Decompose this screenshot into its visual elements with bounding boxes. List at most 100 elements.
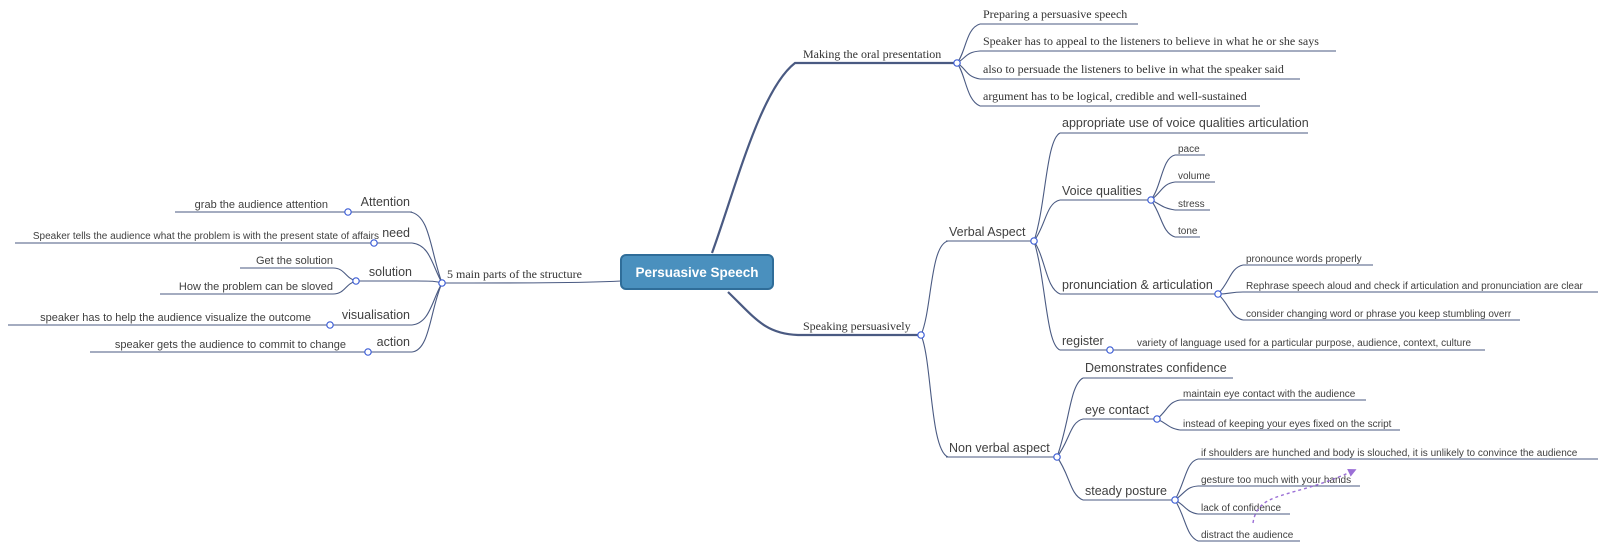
root-box xyxy=(620,254,774,290)
connector-nonverbal xyxy=(920,334,949,458)
node-voice-qualities[interactable]: Voice qualities xyxy=(1060,184,1151,201)
connector-oral-3 xyxy=(956,62,981,80)
posture-label: steady posture xyxy=(1085,484,1167,498)
node-steady-posture[interactable]: steady posture xyxy=(1083,484,1175,501)
connector-root-structure xyxy=(441,280,622,284)
oral-item-2: Speaker has to appeal to the listeners t… xyxy=(983,34,1319,48)
solution-item-1: Get the solution xyxy=(256,255,333,267)
node-nonverbal-aspect[interactable]: Non verbal aspect xyxy=(946,441,1057,458)
posture-item-4: distract the audience xyxy=(1201,530,1294,541)
association-arrow[interactable] xyxy=(1252,469,1357,524)
node-action[interactable]: action xyxy=(368,335,412,353)
posture-item-1: if shoulders are hunched and body is slo… xyxy=(1201,448,1578,459)
leaf-eye-1[interactable]: maintain eye contact with the audience xyxy=(1180,389,1366,401)
leaf-register-1[interactable]: variety of language used for a particula… xyxy=(1110,338,1485,351)
connector-solution-2 xyxy=(332,280,357,295)
leaf-oral-3[interactable]: also to persuade the listeners to belive… xyxy=(980,62,1300,80)
leaf-voice-4[interactable]: tone xyxy=(1175,226,1200,238)
node-pronunciation[interactable]: pronunciation & articulation xyxy=(1060,278,1218,295)
connector-pron-1 xyxy=(1217,264,1244,295)
collapse-knob-voice[interactable] xyxy=(1147,196,1155,204)
branch-speaking: Speaking persuasively Verbal Aspect appr… xyxy=(727,116,1598,542)
leaf-solution-2[interactable]: How the problem can be sloved xyxy=(160,281,333,295)
leaf-posture-2[interactable]: gesture too much with your hands xyxy=(1198,475,1360,487)
leaf-visualisation-1[interactable]: speaker has to help the audience visuali… xyxy=(8,312,330,326)
oral-label[interactable]: Making the oral presentation xyxy=(803,47,941,61)
connector-root-oral xyxy=(710,61,957,254)
eye-item-2: instead of keeping your eyes fixed on th… xyxy=(1183,419,1392,430)
leaf-action-1[interactable]: speaker gets the audience to commit to c… xyxy=(90,339,368,353)
visualisation-item: speaker has to help the audience visuali… xyxy=(40,312,311,324)
collapse-knob-need[interactable] xyxy=(370,239,378,247)
connector-verbal xyxy=(920,240,949,336)
node-solution[interactable]: solution xyxy=(356,265,416,282)
leaf-posture-4[interactable]: distract the audience xyxy=(1198,530,1300,542)
connector-voice-4 xyxy=(1150,199,1176,238)
leaf-oral-2[interactable]: Speaker has to appeal to the listeners t… xyxy=(980,34,1336,52)
leaf-solution-1[interactable]: Get the solution xyxy=(240,255,333,269)
connector-eye-1 xyxy=(1156,399,1181,420)
connector-pron-3 xyxy=(1217,293,1244,321)
collapse-knob-posture[interactable] xyxy=(1171,496,1179,504)
collapse-knob-speaking[interactable] xyxy=(917,331,925,339)
connector-posture-4 xyxy=(1174,499,1199,542)
pronunciation-label: pronunciation & articulation xyxy=(1062,278,1213,292)
attention-label: Attention xyxy=(361,195,410,209)
collapse-knob-verbal[interactable] xyxy=(1030,237,1038,245)
nonverbal-label: Non verbal aspect xyxy=(949,441,1050,455)
collapse-knob-action[interactable] xyxy=(364,348,372,356)
structure-label[interactable]: 5 main parts of the structure xyxy=(447,267,582,281)
connector-solution xyxy=(415,280,443,284)
collapse-knob-nonverbal[interactable] xyxy=(1053,453,1061,461)
collapse-knob-eye[interactable] xyxy=(1153,415,1161,423)
leaf-pron-1[interactable]: pronounce words properly xyxy=(1243,254,1373,266)
attention-item: grab the audience attention xyxy=(195,199,328,211)
connector-register xyxy=(1033,240,1061,351)
pron-item-1: pronounce words properly xyxy=(1246,254,1362,265)
leaf-oral-1[interactable]: Preparing a persuasive speech xyxy=(980,7,1138,25)
connector-voice-2 xyxy=(1150,181,1176,201)
node-attention[interactable]: Attention xyxy=(348,195,412,213)
leaf-pron-2[interactable]: Rephrase speech aloud and check if artic… xyxy=(1243,281,1598,293)
leaf-pron-3[interactable]: consider changing word or phrase you kee… xyxy=(1243,309,1520,321)
root-node[interactable]: Persuasive Speech xyxy=(620,254,774,290)
leaf-voice-3[interactable]: stress xyxy=(1175,199,1210,211)
connector-solution-1 xyxy=(332,267,357,282)
action-label: action xyxy=(377,335,410,349)
leaf-attention-1[interactable]: grab the audience attention xyxy=(175,199,348,213)
node-register[interactable]: register xyxy=(1060,334,1110,351)
collapse-knob-visualisation[interactable] xyxy=(326,321,334,329)
collapse-knob-register[interactable] xyxy=(1106,346,1114,354)
connector-need xyxy=(411,242,443,284)
node-need[interactable]: need xyxy=(374,226,412,244)
leaf-posture-1[interactable]: if shoulders are hunched and body is slo… xyxy=(1198,448,1598,460)
register-label: register xyxy=(1062,334,1104,348)
collapse-knob-solution[interactable] xyxy=(352,277,360,285)
connector-attention xyxy=(409,211,443,284)
leaf-need-1[interactable]: Speaker tells the audience what the prob… xyxy=(15,231,379,244)
oral-item-3: also to persuade the listeners to belive… xyxy=(983,62,1284,76)
node-confidence[interactable]: Demonstrates confidence xyxy=(1083,361,1233,379)
collapse-knob-oral[interactable] xyxy=(953,59,961,67)
node-visualisation[interactable]: visualisation xyxy=(330,308,412,326)
collapse-knob-attention[interactable] xyxy=(344,208,352,216)
collapse-knob-pronunciation[interactable] xyxy=(1214,290,1222,298)
register-item: variety of language used for a particula… xyxy=(1137,338,1472,349)
leaf-oral-4[interactable]: argument has to be logical, credible and… xyxy=(980,89,1260,107)
voice-item-1: pace xyxy=(1178,144,1200,155)
collapse-knob-structure[interactable] xyxy=(438,279,446,287)
leaf-voice-2[interactable]: volume xyxy=(1175,171,1215,183)
connector-confidence xyxy=(1056,377,1084,458)
pron-item-2: Rephrase speech aloud and check if artic… xyxy=(1246,281,1584,292)
node-articulation[interactable]: appropriate use of voice qualities artic… xyxy=(1060,116,1309,134)
leaf-eye-2[interactable]: instead of keeping your eyes fixed on th… xyxy=(1180,419,1400,431)
node-verbal-aspect[interactable]: Verbal Aspect xyxy=(946,225,1034,242)
connector-eye-2 xyxy=(1156,418,1181,431)
node-eye-contact[interactable]: eye contact xyxy=(1083,403,1157,420)
leaf-voice-1[interactable]: pace xyxy=(1175,144,1205,156)
solution-item-2: How the problem can be sloved xyxy=(179,281,333,293)
eye-item-1: maintain eye contact with the audience xyxy=(1183,389,1356,400)
leaf-posture-3[interactable]: lack of confidence xyxy=(1198,503,1290,515)
speaking-label[interactable]: Speaking persuasively xyxy=(803,319,911,333)
